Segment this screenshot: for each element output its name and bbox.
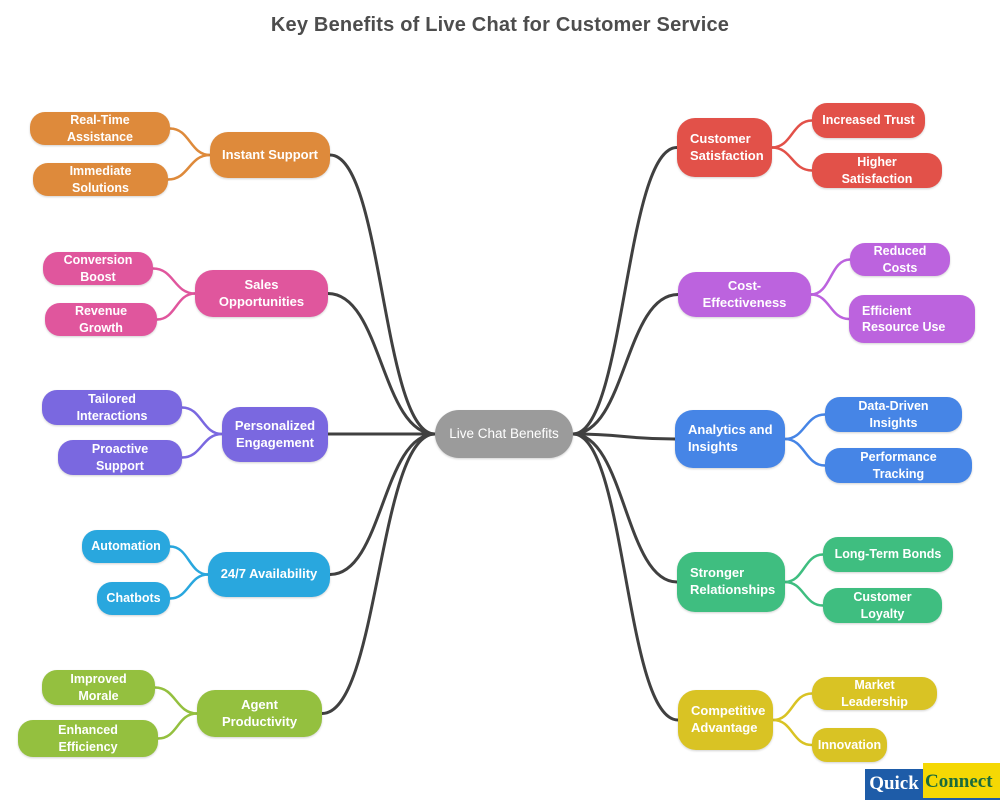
node-performance-tracking: Performance Tracking (825, 448, 972, 483)
node-reduced-costs: Reduced Costs (850, 243, 950, 276)
edge-innovation (771, 718, 814, 747)
node-247-availability: 24/7 Availability (208, 552, 330, 597)
node-customer-loyalty: Customer Loyalty (823, 588, 942, 623)
edge-improved-morale (153, 686, 199, 715)
node-stronger-relationships: Stronger Relationships (677, 552, 785, 612)
node-revenue-growth: Revenue Growth (45, 303, 157, 336)
edge-increased-trust (770, 119, 814, 149)
edge-performance-tracking (783, 437, 827, 467)
node-chatbots: Chatbots (97, 582, 170, 615)
logo-connect-text: Connect (925, 771, 993, 792)
edge-enhanced-efficiency (156, 712, 199, 740)
edge-revenue-growth (155, 292, 197, 321)
edge-higher-satisfaction (770, 146, 814, 172)
node-instant-support: Instant Support (210, 132, 330, 178)
logo-underline (865, 798, 1000, 800)
node-competitive-advantage: Competitive Advantage (678, 690, 773, 750)
edge-data-driven-insights (783, 413, 827, 441)
node-increased-trust: Increased Trust (812, 103, 925, 138)
diagram-title: Key Benefits of Live Chat for Customer S… (270, 14, 730, 36)
node-enhanced-efficiency: Enhanced Efficiency (18, 720, 158, 757)
node-tailored-interactions: Tailored Interactions (42, 390, 182, 425)
edge-competitive-advantage (571, 432, 680, 722)
node-sales-opportunities: Sales Opportunities (195, 270, 328, 317)
edge-efficient-resource-use (809, 293, 851, 321)
logo-quick-text: Quick (869, 772, 919, 794)
edge-automation (168, 545, 210, 576)
edge-conversion-boost (151, 267, 197, 295)
edge-sales-opportunities (326, 292, 437, 436)
edge-chatbots (168, 573, 210, 600)
edge-tailored-interactions (180, 406, 224, 436)
node-improved-morale: Improved Morale (42, 670, 155, 705)
node-innovation: Innovation (812, 728, 887, 762)
node-data-driven-insights: Data-Driven Insights (825, 397, 962, 432)
node-analytics-insights: Analytics and Insights (675, 410, 785, 468)
edge-reduced-costs (809, 258, 852, 296)
edge-cost-effectiveness (571, 293, 680, 436)
edge-proactive-support (180, 432, 224, 459)
node-agent-productivity: Agent Productivity (197, 690, 322, 737)
edge-instant-support (328, 153, 437, 436)
node-conversion-boost: Conversion Boost (43, 252, 153, 285)
node-cost-effectiveness: Cost-Effectiveness (678, 272, 811, 317)
edge-agent-productivity (320, 432, 437, 715)
node-live-chat-benefits: Live Chat Benefits (435, 410, 573, 458)
node-personalized-engagement: Personalized Engagement (222, 407, 328, 462)
logo-yellow-block (923, 763, 1000, 798)
node-efficient-resource-use: Efficient Resource Use (849, 295, 975, 343)
node-proactive-support: Proactive Support (58, 440, 182, 475)
edge-customer-satisfaction (571, 146, 679, 436)
node-higher-satisfaction: Higher Satisfaction (812, 153, 942, 188)
logo-blue-block: Quick (865, 769, 923, 798)
node-automation: Automation (82, 530, 170, 563)
edge-customer-loyalty (783, 580, 825, 607)
edge-long-term-bonds (783, 553, 825, 584)
edge-immediate-solutions (166, 153, 212, 181)
edge-247-availability (328, 432, 437, 576)
edge-real-time-assistance (168, 127, 212, 157)
edge-market-leadership (771, 692, 814, 722)
edge-stronger-relationships (571, 432, 679, 584)
node-immediate-solutions: Immediate Solutions (33, 163, 168, 196)
edge-analytics-insights (571, 432, 677, 441)
node-real-time-assistance: Real-Time Assistance (30, 112, 170, 145)
node-market-leadership: Market Leadership (812, 677, 937, 710)
node-long-term-bonds: Long-Term Bonds (823, 537, 953, 572)
node-customer-satisfaction: Customer Satisfaction (677, 118, 772, 177)
